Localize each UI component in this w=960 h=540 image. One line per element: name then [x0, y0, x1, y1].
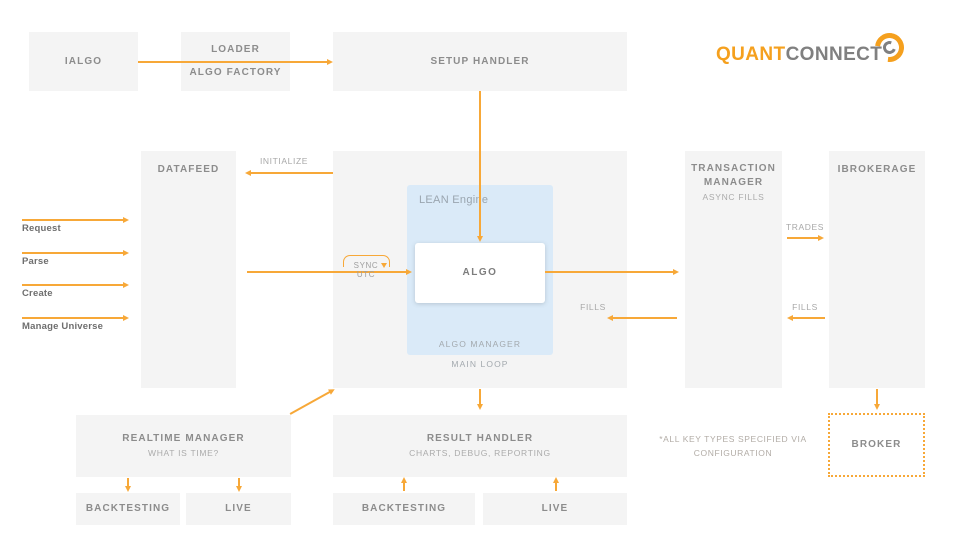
arrow-setup-handler-to-algo	[479, 91, 481, 237]
arrow-parse-to-datafeed	[22, 252, 124, 254]
node-backtesting-realtime-title: BACKTESTING	[85, 503, 171, 514]
arrow-manage-universe-to-datafeed	[22, 317, 124, 319]
initialize-label: INITIALIZE	[259, 156, 309, 166]
quantconnect-logo: QUANTCONNECT	[716, 44, 882, 66]
node-realtime-manager-title: REALTIME MANAGER	[122, 433, 245, 445]
arrow-create-to-datafeed	[22, 284, 124, 286]
arrow-ibrokerage-to-broker	[876, 389, 878, 405]
node-transaction-manager-subtitle: ASYNC FILLS	[702, 192, 765, 202]
arrow-fills-to-transaction-manager	[792, 317, 825, 319]
node-result-handler-title: RESULT HANDLER	[426, 433, 534, 445]
main-loop-label: MAIN LOOP	[451, 359, 509, 369]
arrow-algo-to-transaction-manager	[545, 271, 674, 273]
arrow-datafeed-to-algo	[247, 271, 407, 273]
node-ibrokerage: IBROKERAGE	[829, 151, 925, 388]
sync-utc-label: SYNC UTC	[353, 261, 379, 279]
arrow-backtesting-to-result	[403, 482, 405, 491]
node-backtesting-realtime: BACKTESTING	[76, 493, 180, 525]
node-ialgo: IALGO	[29, 32, 138, 91]
node-backtesting-result-title: BACKTESTING	[361, 503, 447, 514]
create-label: Create	[22, 288, 53, 299]
parse-label: Parse	[22, 256, 49, 267]
quantconnect-logo-icon	[869, 27, 910, 68]
node-broker-title: BROKER	[851, 439, 902, 450]
arrow-live-to-result	[555, 482, 557, 491]
sync-utc-loop-arrowhead-icon	[381, 263, 387, 268]
node-live-realtime-title: LIVE	[225, 503, 252, 514]
node-broker: BROKER	[828, 413, 925, 477]
arrow-initialize-to-datafeed	[250, 172, 333, 174]
arrow-realtime-to-backtesting	[127, 478, 129, 487]
arrow-lean-to-result-handler	[479, 389, 481, 405]
node-live-realtime: LIVE	[186, 493, 291, 525]
logo-text-secondary: CONNECT	[785, 44, 883, 65]
node-lean-engine-title: LEAN Engine	[419, 194, 489, 206]
arrow-realtime-to-live	[238, 478, 240, 487]
node-datafeed-title: DATAFEED	[157, 164, 220, 175]
logo-text-primary: QUANT	[716, 44, 786, 65]
node-setup-handler-title: SETUP HANDLER	[430, 55, 530, 67]
arrow-trades-to-ibrokerage	[787, 237, 819, 239]
configuration-note-line2: CONFIGURATION	[693, 448, 773, 459]
node-backtesting-result: BACKTESTING	[333, 493, 475, 525]
node-transaction-manager: TRANSACTION MANAGER ASYNC FILLS	[685, 151, 782, 388]
manage-universe-label: Manage Universe	[22, 321, 104, 332]
trades-label: TRADES	[785, 222, 825, 232]
node-loader-subtitle: ALGO FACTORY	[189, 67, 282, 78]
node-datafeed: DATAFEED	[141, 151, 236, 388]
request-label: Request	[22, 223, 61, 234]
arrow-request-to-datafeed	[22, 219, 124, 221]
node-ibrokerage-title: IBROKERAGE	[837, 164, 917, 175]
sync-utc-loop-icon	[343, 255, 390, 267]
node-ialgo-title: IALGO	[64, 55, 103, 67]
node-loader-title: LOADER	[211, 44, 260, 55]
node-realtime-manager-subtitle: WHAT IS TIME?	[148, 448, 219, 459]
configuration-note: *ALL KEY TYPES SPECIFIED VIA CONFIGURATI…	[645, 432, 821, 461]
node-result-handler-subtitle: CHARTS, DEBUG, REPORTING	[409, 448, 551, 459]
configuration-note-line1: *ALL KEY TYPES SPECIFIED VIA	[659, 434, 807, 444]
arrow-realtime-manager-to-lean	[289, 390, 331, 415]
node-setup-handler: SETUP HANDLER	[333, 32, 627, 91]
fills-right-label: FILLS	[792, 302, 818, 312]
arrow-ialgo-to-setup-handler	[138, 61, 328, 63]
node-result-handler: RESULT HANDLER CHARTS, DEBUG, REPORTING	[333, 415, 627, 477]
node-live-result: LIVE	[483, 493, 627, 525]
node-algo-title: ALGO	[462, 267, 498, 278]
node-live-result-title: LIVE	[541, 503, 569, 514]
node-algo: ALGO	[415, 243, 545, 303]
algo-manager-label: ALGO MANAGER	[438, 339, 522, 349]
node-realtime-manager: REALTIME MANAGER WHAT IS TIME?	[76, 415, 291, 477]
arrow-fills-to-lean-engine	[612, 317, 677, 319]
fills-left-label: FILLS	[580, 302, 606, 312]
node-transaction-manager-title: TRANSACTION MANAGER	[691, 163, 776, 188]
